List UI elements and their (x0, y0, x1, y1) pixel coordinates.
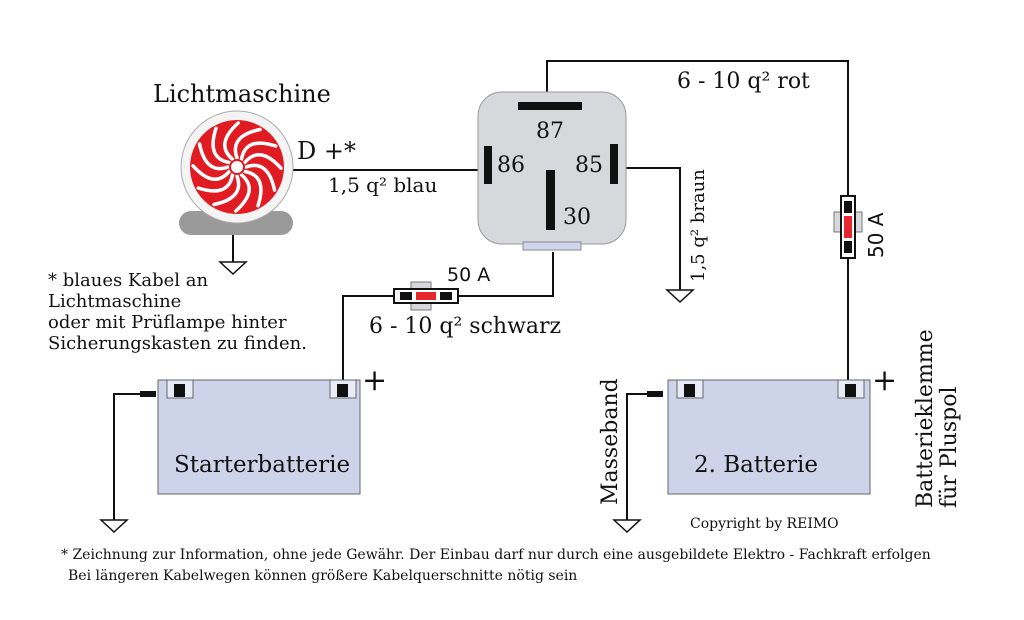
wire-starter-ground (113, 393, 156, 520)
starter-battery-plus-post (337, 384, 348, 397)
alternator-fan-icon (191, 121, 283, 213)
fan-blade (197, 142, 230, 171)
batterieklemme-label-line1: Batterieklemme (913, 329, 938, 508)
fuse-right (833, 195, 863, 259)
wire-blue-label: 1,5 q² blau (328, 173, 438, 197)
fan-blade (239, 141, 278, 161)
fuse-left-element (416, 292, 436, 300)
fuse-left (393, 281, 459, 311)
second-battery-ground-clamp (647, 391, 663, 397)
relay-pin-87-label: 87 (536, 119, 564, 144)
second-battery-plus-sign: + (872, 363, 898, 398)
ground-icon (218, 261, 248, 276)
wire-brown-label: 1,5 q² braun (688, 169, 709, 282)
second-battery-label: 2. Batterie (694, 452, 818, 478)
fuse-left-rating: 50 A (447, 264, 491, 286)
fan-blade (243, 169, 263, 208)
fan-blade (244, 163, 277, 192)
fan-blade (196, 173, 235, 193)
alternator-terminal-label: D +* (297, 137, 356, 165)
alternator-label: Lichtmaschine (153, 80, 331, 108)
ground-icon (665, 289, 695, 304)
relay-pin-30-contact (546, 170, 555, 230)
fan-blade (234, 173, 251, 213)
ground-symbols (99, 261, 695, 534)
wire-second-ground (626, 393, 663, 520)
wire-85-brown (625, 167, 681, 290)
relay-pin-85-contact (610, 144, 618, 184)
note-line: oder mit Prüflampe hinter (48, 312, 287, 333)
relay (477, 91, 627, 251)
footer-note: Bei längeren Kabelwegen können größere K… (68, 568, 578, 584)
masseband-label: Masseband (598, 378, 623, 505)
fan-blade (191, 164, 231, 181)
copyright-label: Copyright by REIMO (690, 516, 839, 532)
fuse-right-contact (844, 241, 852, 253)
alternator (179, 110, 294, 235)
relay-pin-87-contact (518, 102, 582, 110)
batterieklemme-label-line2: für Pluspol (937, 386, 962, 508)
relay-pin-85-label: 85 (575, 153, 603, 178)
relay-base-plate (522, 241, 582, 251)
fuse-right-rating: 50 A (864, 212, 888, 259)
fuse-left-contact (400, 292, 412, 300)
ground-icon (612, 519, 642, 534)
starter-battery (140, 379, 361, 495)
footer-disclaimer: * Zeichnung zur Information, ohne jede G… (61, 547, 931, 563)
ground-icon (99, 519, 129, 534)
fuse-left-contact (440, 292, 452, 300)
note-block: * blaues Kabel an Lichtmaschine oder mit… (48, 270, 307, 354)
fan-blade (211, 126, 231, 165)
second-battery-plus-post (845, 384, 856, 397)
wire-black-label: 6 - 10 q² schwarz (369, 314, 562, 339)
note-line: Sicherungskasten zu finden. (48, 333, 307, 354)
second-battery-minus-post (684, 384, 695, 397)
starter-battery-minus-post (174, 384, 185, 397)
alternator-hub (229, 159, 245, 175)
starter-battery-label: Starterbatterie (174, 452, 351, 478)
wire-red-label: 6 - 10 q² rot (677, 69, 810, 94)
note-line: * blaues Kabel an (48, 270, 209, 291)
fuse-right-element (844, 216, 852, 238)
fan-blade (243, 153, 283, 170)
fuse-right-contact (844, 201, 852, 213)
starter-battery-ground-clamp (140, 391, 156, 397)
fan-blade (212, 174, 241, 207)
relay-pin-30-label: 30 (563, 205, 591, 230)
fan-blade (223, 121, 240, 161)
second-battery (647, 379, 871, 495)
second-battery-case (667, 379, 871, 495)
fan-blade (233, 127, 262, 160)
relay-pin-86-contact (484, 146, 492, 184)
starter-battery-case (157, 379, 361, 495)
relay-pin-86-label: 86 (497, 153, 525, 178)
note-line: Lichtmaschine (48, 291, 182, 312)
starter-battery-plus-sign: + (362, 363, 388, 398)
